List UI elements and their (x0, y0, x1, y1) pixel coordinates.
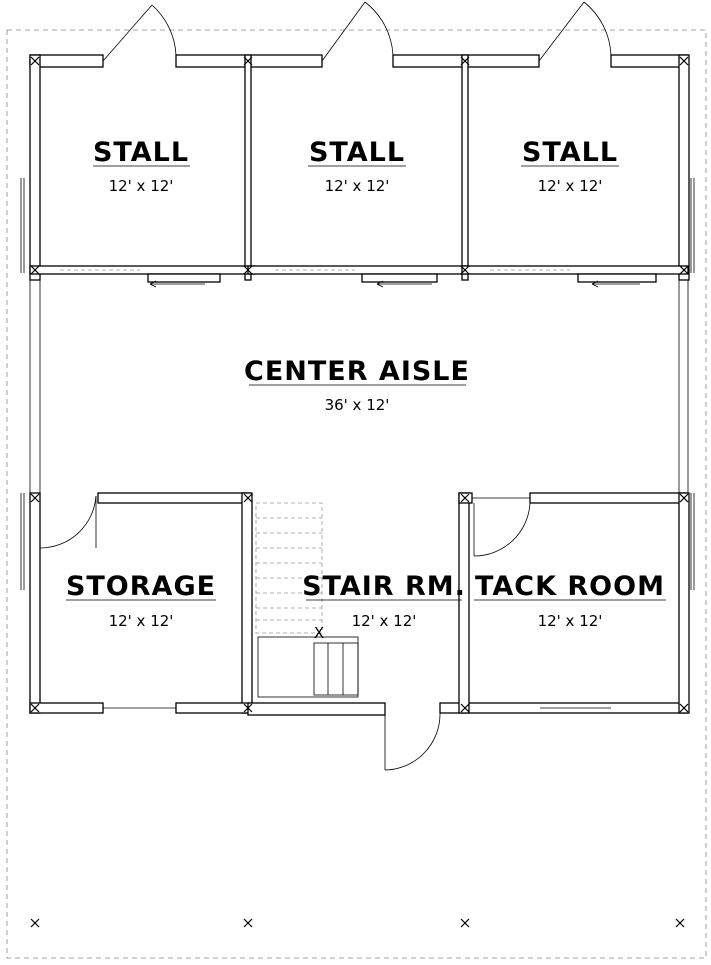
tack-room-name: TACK ROOM (475, 571, 665, 602)
property-boundary (6, 29, 707, 959)
tack-room-label: TACK ROOM 12' x 12' (474, 571, 666, 630)
stall-1-dim: 12' x 12' (109, 177, 174, 195)
storage-dim: 12' x 12' (109, 612, 174, 630)
storage-name: STORAGE (66, 571, 216, 602)
stair-rm-dim: 12' x 12' (352, 612, 417, 630)
stall-1-name: STALL (93, 137, 189, 168)
stair-rm-label: STAIR RM. 12' x 12' (302, 571, 466, 630)
stair-rm-name: STAIR RM. (302, 571, 466, 602)
stair-run (255, 502, 359, 698)
tack-room-dim: 12' x 12' (538, 612, 603, 630)
stall-2-label: STALL 12' x 12' (308, 137, 406, 195)
stall-2-dim: 12' x 12' (325, 177, 390, 195)
stall-3-name: STALL (522, 137, 618, 168)
center-aisle-name: CENTER AISLE (244, 356, 470, 387)
stalls-block (20, 1, 695, 288)
center-aisle-dim: 36' x 12' (325, 396, 390, 414)
stall-3-label: STALL 12' x 12' (521, 137, 619, 195)
center-aisle-label: CENTER AISLE 36' x 12' (244, 356, 470, 414)
post-markers (30, 56, 689, 928)
stall-2-name: STALL (309, 137, 405, 168)
stall-3-dim: 12' x 12' (538, 177, 603, 195)
stair-mark: X (314, 624, 324, 642)
storage-label: STORAGE 12' x 12' (66, 571, 216, 630)
stall-1-label: STALL 12' x 12' (93, 137, 190, 195)
service-rooms-block (20, 492, 695, 771)
